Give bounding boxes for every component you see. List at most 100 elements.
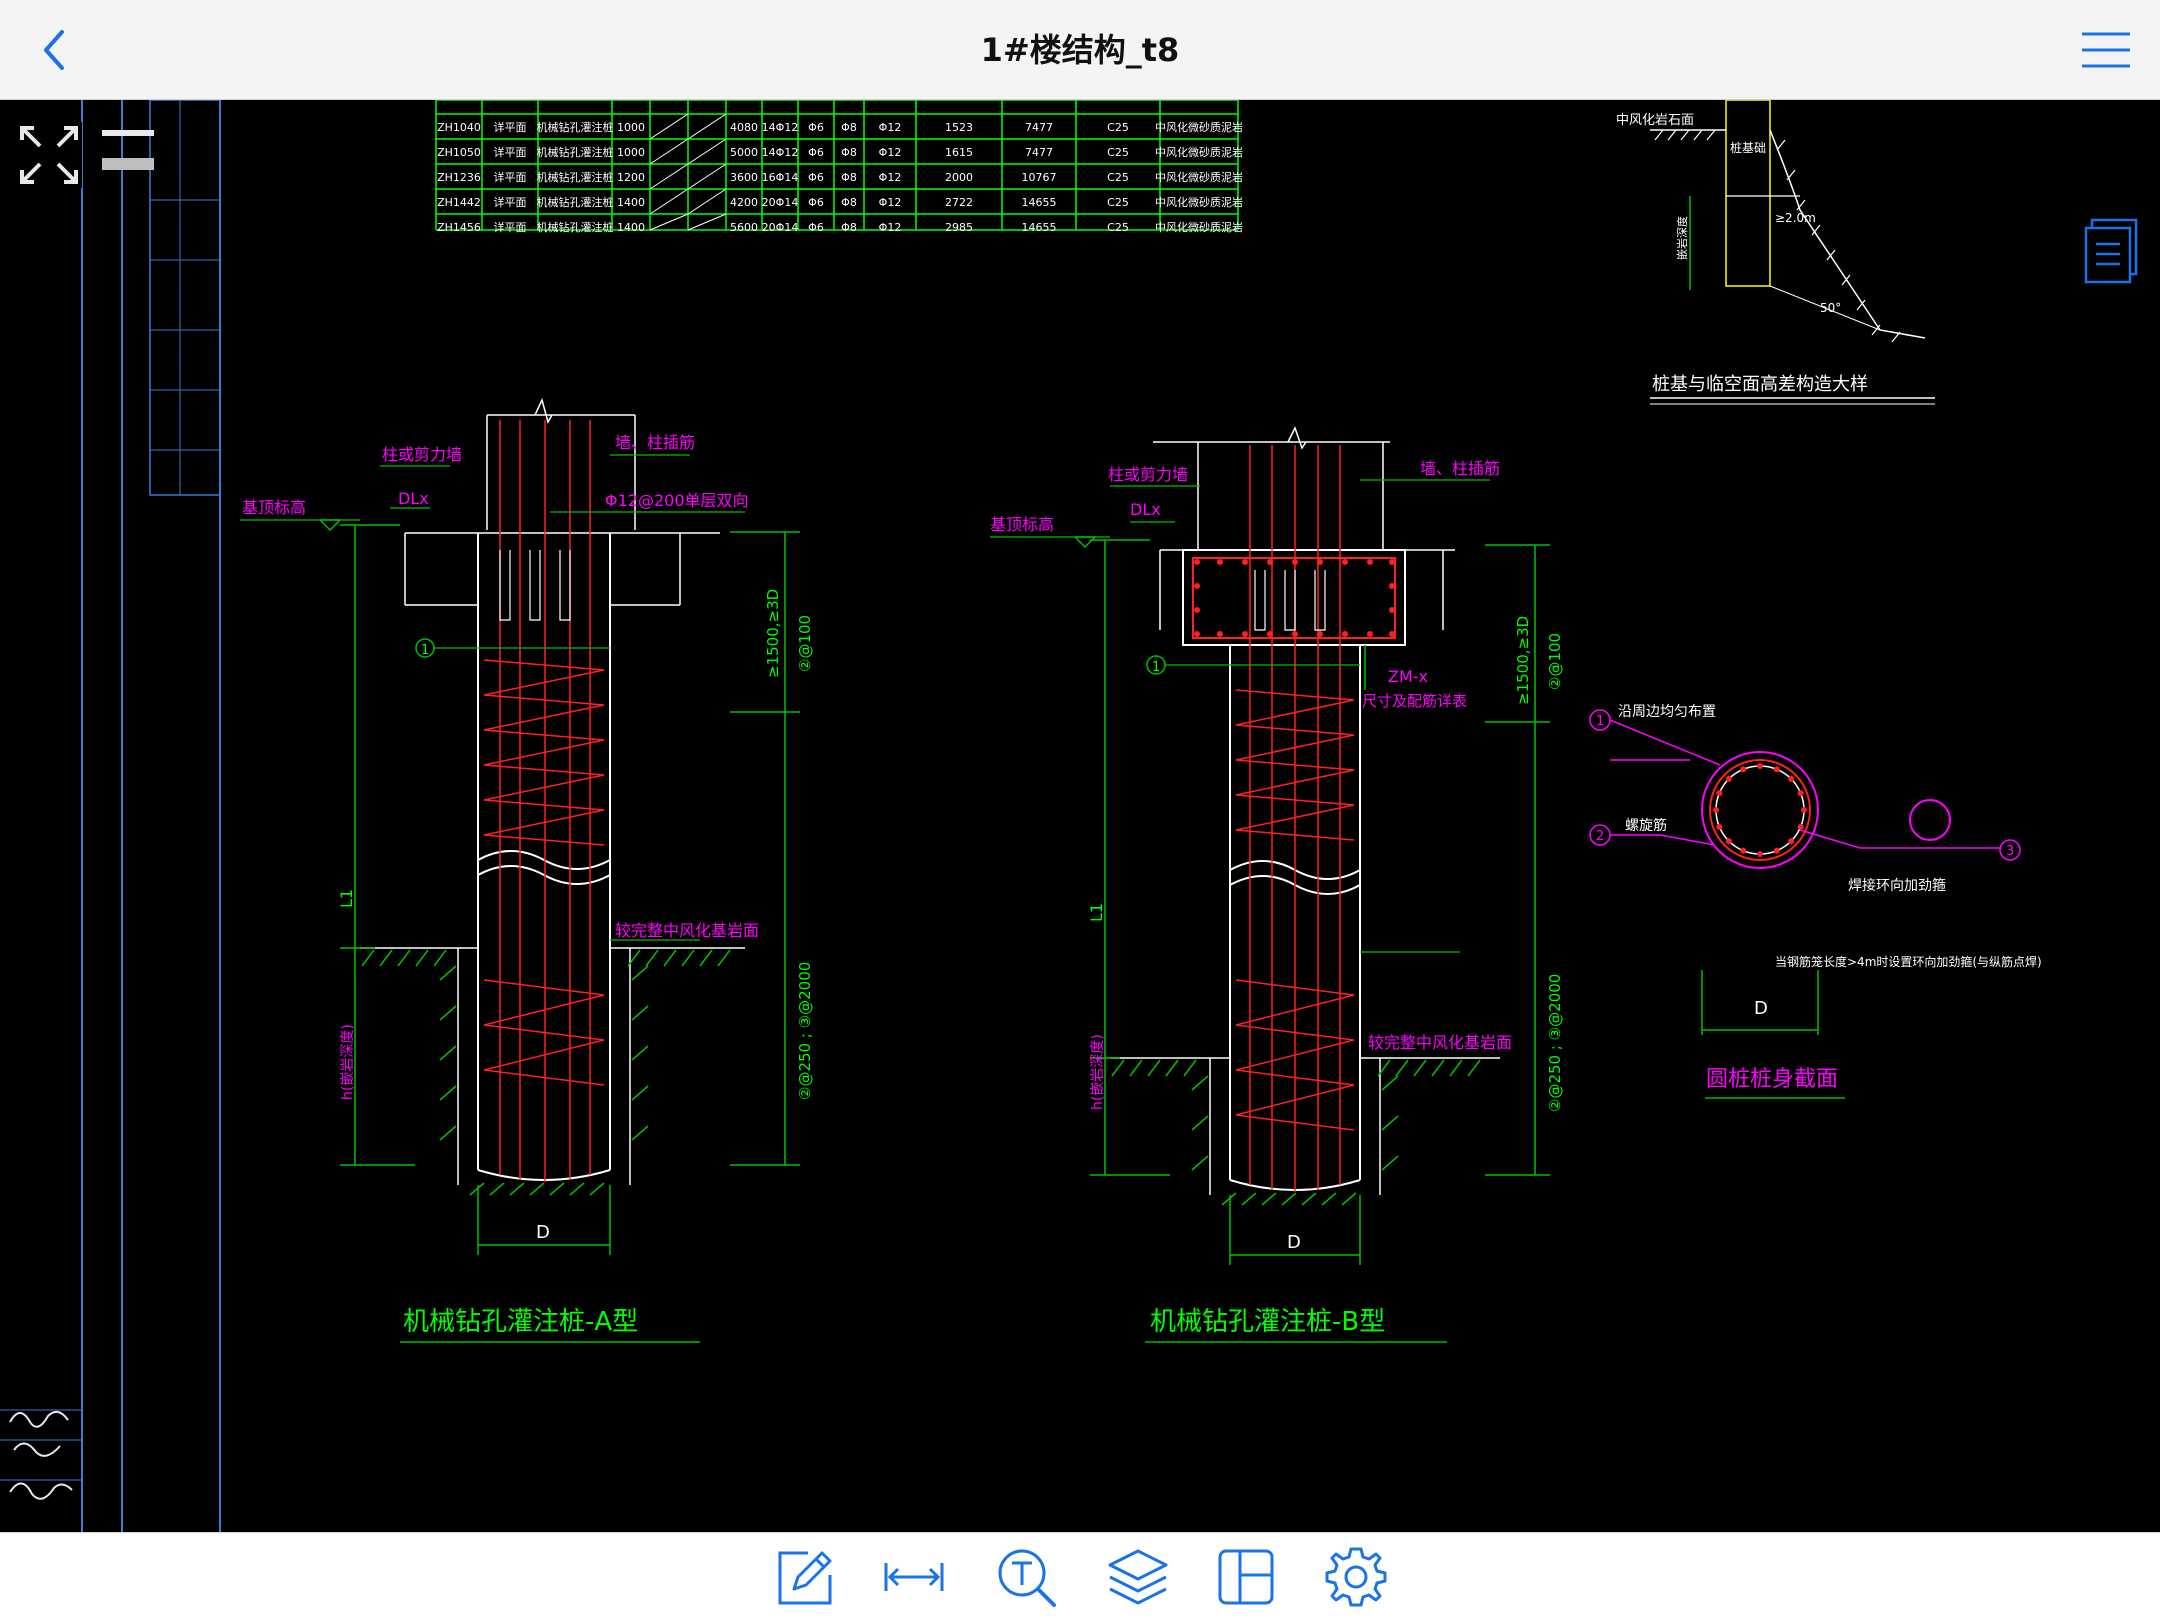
pile-b-spiral-bottom: ②@250 ; ③@2000	[1546, 974, 1564, 1112]
pile-table-cell: Φ12	[879, 171, 902, 184]
pile-table-cell: 详平面	[494, 170, 527, 184]
pile-table-cell: Φ12	[879, 196, 902, 209]
section-marker-2: 2	[1596, 829, 1604, 844]
pile-b-drawing: 柱或剪力墙 墙、柱插筋 基顶标高 DLx ZM-x 尺寸及配筋详表 1 较完整中…	[990, 426, 1564, 1343]
pile-table-cell: 5600	[730, 221, 758, 234]
detail-label-gap: ≥2.0m	[1775, 211, 1816, 225]
pile-table-cell: Φ6	[808, 146, 824, 159]
pile-table-cell: Φ8	[841, 196, 857, 209]
pile-a-label-dl: DLx	[398, 489, 429, 508]
pile-table-cell: Φ12	[879, 221, 902, 234]
menu-button[interactable]	[2078, 26, 2134, 74]
section-label-stiffener-note: 当钢筋笼长度>4m时设置环向加劲箍(与纵筋点焊)	[1775, 954, 2042, 969]
pile-a-marker-1: 1	[421, 643, 429, 658]
pile-b-label-rock-layer: 较完整中风化基岩面	[1368, 1033, 1512, 1052]
pile-table-cell: 机械钻孔灌注桩	[537, 195, 614, 209]
pile-table-cell: 20Φ14	[762, 196, 799, 209]
pile-table-cell: 16Φ14	[762, 171, 799, 184]
document-title: 1#楼结构_t8	[980, 31, 1180, 69]
pile-a-dim-embed: h(嵌岩深度)	[340, 1024, 356, 1100]
pile-table-cell: 1615	[945, 146, 973, 159]
hamburger-menu-icon	[2082, 32, 2130, 68]
pile-table-cell: 2000	[945, 171, 973, 184]
pile-table-cell: Φ8	[841, 171, 857, 184]
settings-button[interactable]	[1324, 1545, 1388, 1609]
pile-table-cell: 机械钻孔灌注桩	[537, 145, 614, 159]
annotate-pencil-icon	[778, 1551, 832, 1605]
layout-button[interactable]	[1214, 1545, 1278, 1609]
pile-a-label-column: 柱或剪力墙	[382, 445, 462, 464]
layout-panel-icon	[1218, 1549, 1274, 1605]
pile-a-label-rock-layer: 较完整中风化基岩面	[615, 921, 759, 940]
pile-b-dim-top: ≥1500,≥3D	[1514, 616, 1532, 705]
pile-table-cell: 20Φ14	[762, 221, 799, 234]
pile-table-cell: C25	[1107, 171, 1129, 184]
pile-b-label-dl: DLx	[1130, 500, 1161, 519]
pile-table-cell: ZH1442	[437, 196, 481, 209]
annotate-button[interactable]	[772, 1545, 836, 1609]
section-dim-diameter: D	[1754, 998, 1768, 1019]
pile-table-cell: Φ8	[841, 121, 857, 134]
pile-b-label-zm: ZM-x	[1388, 667, 1428, 686]
pile-table-cell: 1400	[617, 196, 645, 209]
chevron-left-icon	[44, 30, 64, 70]
pile-b-dim-length: L1	[1087, 903, 1106, 922]
page-list-button[interactable]	[2084, 218, 2138, 284]
pile-a-spiral-bottom: ②@250 ; ③@2000	[796, 962, 814, 1100]
pile-table-cell: 2985	[945, 221, 973, 234]
pile-table-cell: Φ8	[841, 146, 857, 159]
detail-label-angle: 50°	[1820, 301, 1841, 315]
back-button[interactable]	[28, 22, 84, 78]
pile-table-cell: 14Φ12	[762, 146, 799, 159]
top-navigation-bar: 1#楼结构_t8	[0, 0, 2160, 100]
pile-b-label-rebar-insert: 墙、柱插筋	[1420, 459, 1500, 478]
pile-table-cell: ZH1236	[437, 171, 481, 184]
signature-marks	[9, 1410, 73, 1500]
pile-table-cell: 机械钻孔灌注桩	[537, 170, 614, 184]
pile-table-cell: 4080	[730, 121, 758, 134]
text-search-button[interactable]	[994, 1545, 1058, 1609]
pile-table-cell: C25	[1107, 221, 1129, 234]
pile-a-title: 机械钻孔灌注桩-A型	[403, 1307, 638, 1337]
pile-table-cell: 中风化微砂质泥岩	[1155, 220, 1243, 234]
pile-table-cell: 14655	[1022, 221, 1057, 234]
pile-table-cell: Φ6	[808, 196, 824, 209]
pile-a-dim-length: L1	[337, 889, 356, 908]
pile-table-cell: 详平面	[494, 145, 527, 159]
text-search-icon	[998, 1549, 1056, 1607]
pile-table-cell: C25	[1107, 196, 1129, 209]
pile-table-cell: 4200	[730, 196, 758, 209]
pile-table-cell: 中风化微砂质泥岩	[1155, 195, 1243, 209]
pile-b-spiral-top: ②@100	[1546, 633, 1564, 690]
pile-a-label-rebar-insert: 墙、柱插筋	[615, 433, 695, 452]
pile-table-cell: 详平面	[494, 195, 527, 209]
pile-a-dim-top: ≥1500,≥3D	[764, 589, 782, 678]
bottom-toolbar	[0, 1532, 2160, 1620]
pile-b-label-zm-note: 尺寸及配筋详表	[1362, 692, 1467, 710]
pile-table-cell: Φ6	[808, 121, 824, 134]
pile-a-dim-diameter: D	[536, 1222, 550, 1243]
pile-table-cell: 2722	[945, 196, 973, 209]
pile-a-label-base-elevation: 基顶标高	[242, 498, 306, 517]
pile-b-label-column: 柱或剪力墙	[1108, 465, 1188, 484]
fullscreen-toggle-icon[interactable]	[16, 122, 82, 188]
section-label-spiral: 螺旋筋	[1625, 817, 1667, 834]
sheet-frame	[0, 99, 221, 1532]
measure-distance-icon	[884, 1563, 944, 1591]
pile-table-cell: Φ12	[879, 121, 902, 134]
measure-button[interactable]	[882, 1545, 946, 1609]
pile-table-cell: 1000	[617, 121, 645, 134]
detail-label-embed: 嵌岩深度	[1675, 216, 1689, 260]
layers-button[interactable]	[1106, 1545, 1170, 1609]
pile-table-cell: 1200	[617, 171, 645, 184]
pile-table-cell: 中风化微砂质泥岩	[1155, 120, 1243, 134]
pile-b-dim-embed: h(嵌岩深度)	[1090, 1034, 1106, 1110]
pile-table-cell: 详平面	[494, 220, 527, 234]
layer-legend-bars	[102, 130, 154, 170]
pile-table-cell: 中风化微砂质泥岩	[1155, 145, 1243, 159]
section-title: 圆桩桩身截面	[1706, 1067, 1838, 1092]
pile-table-cell: 1400	[617, 221, 645, 234]
pile-table-cell: 3600	[730, 171, 758, 184]
